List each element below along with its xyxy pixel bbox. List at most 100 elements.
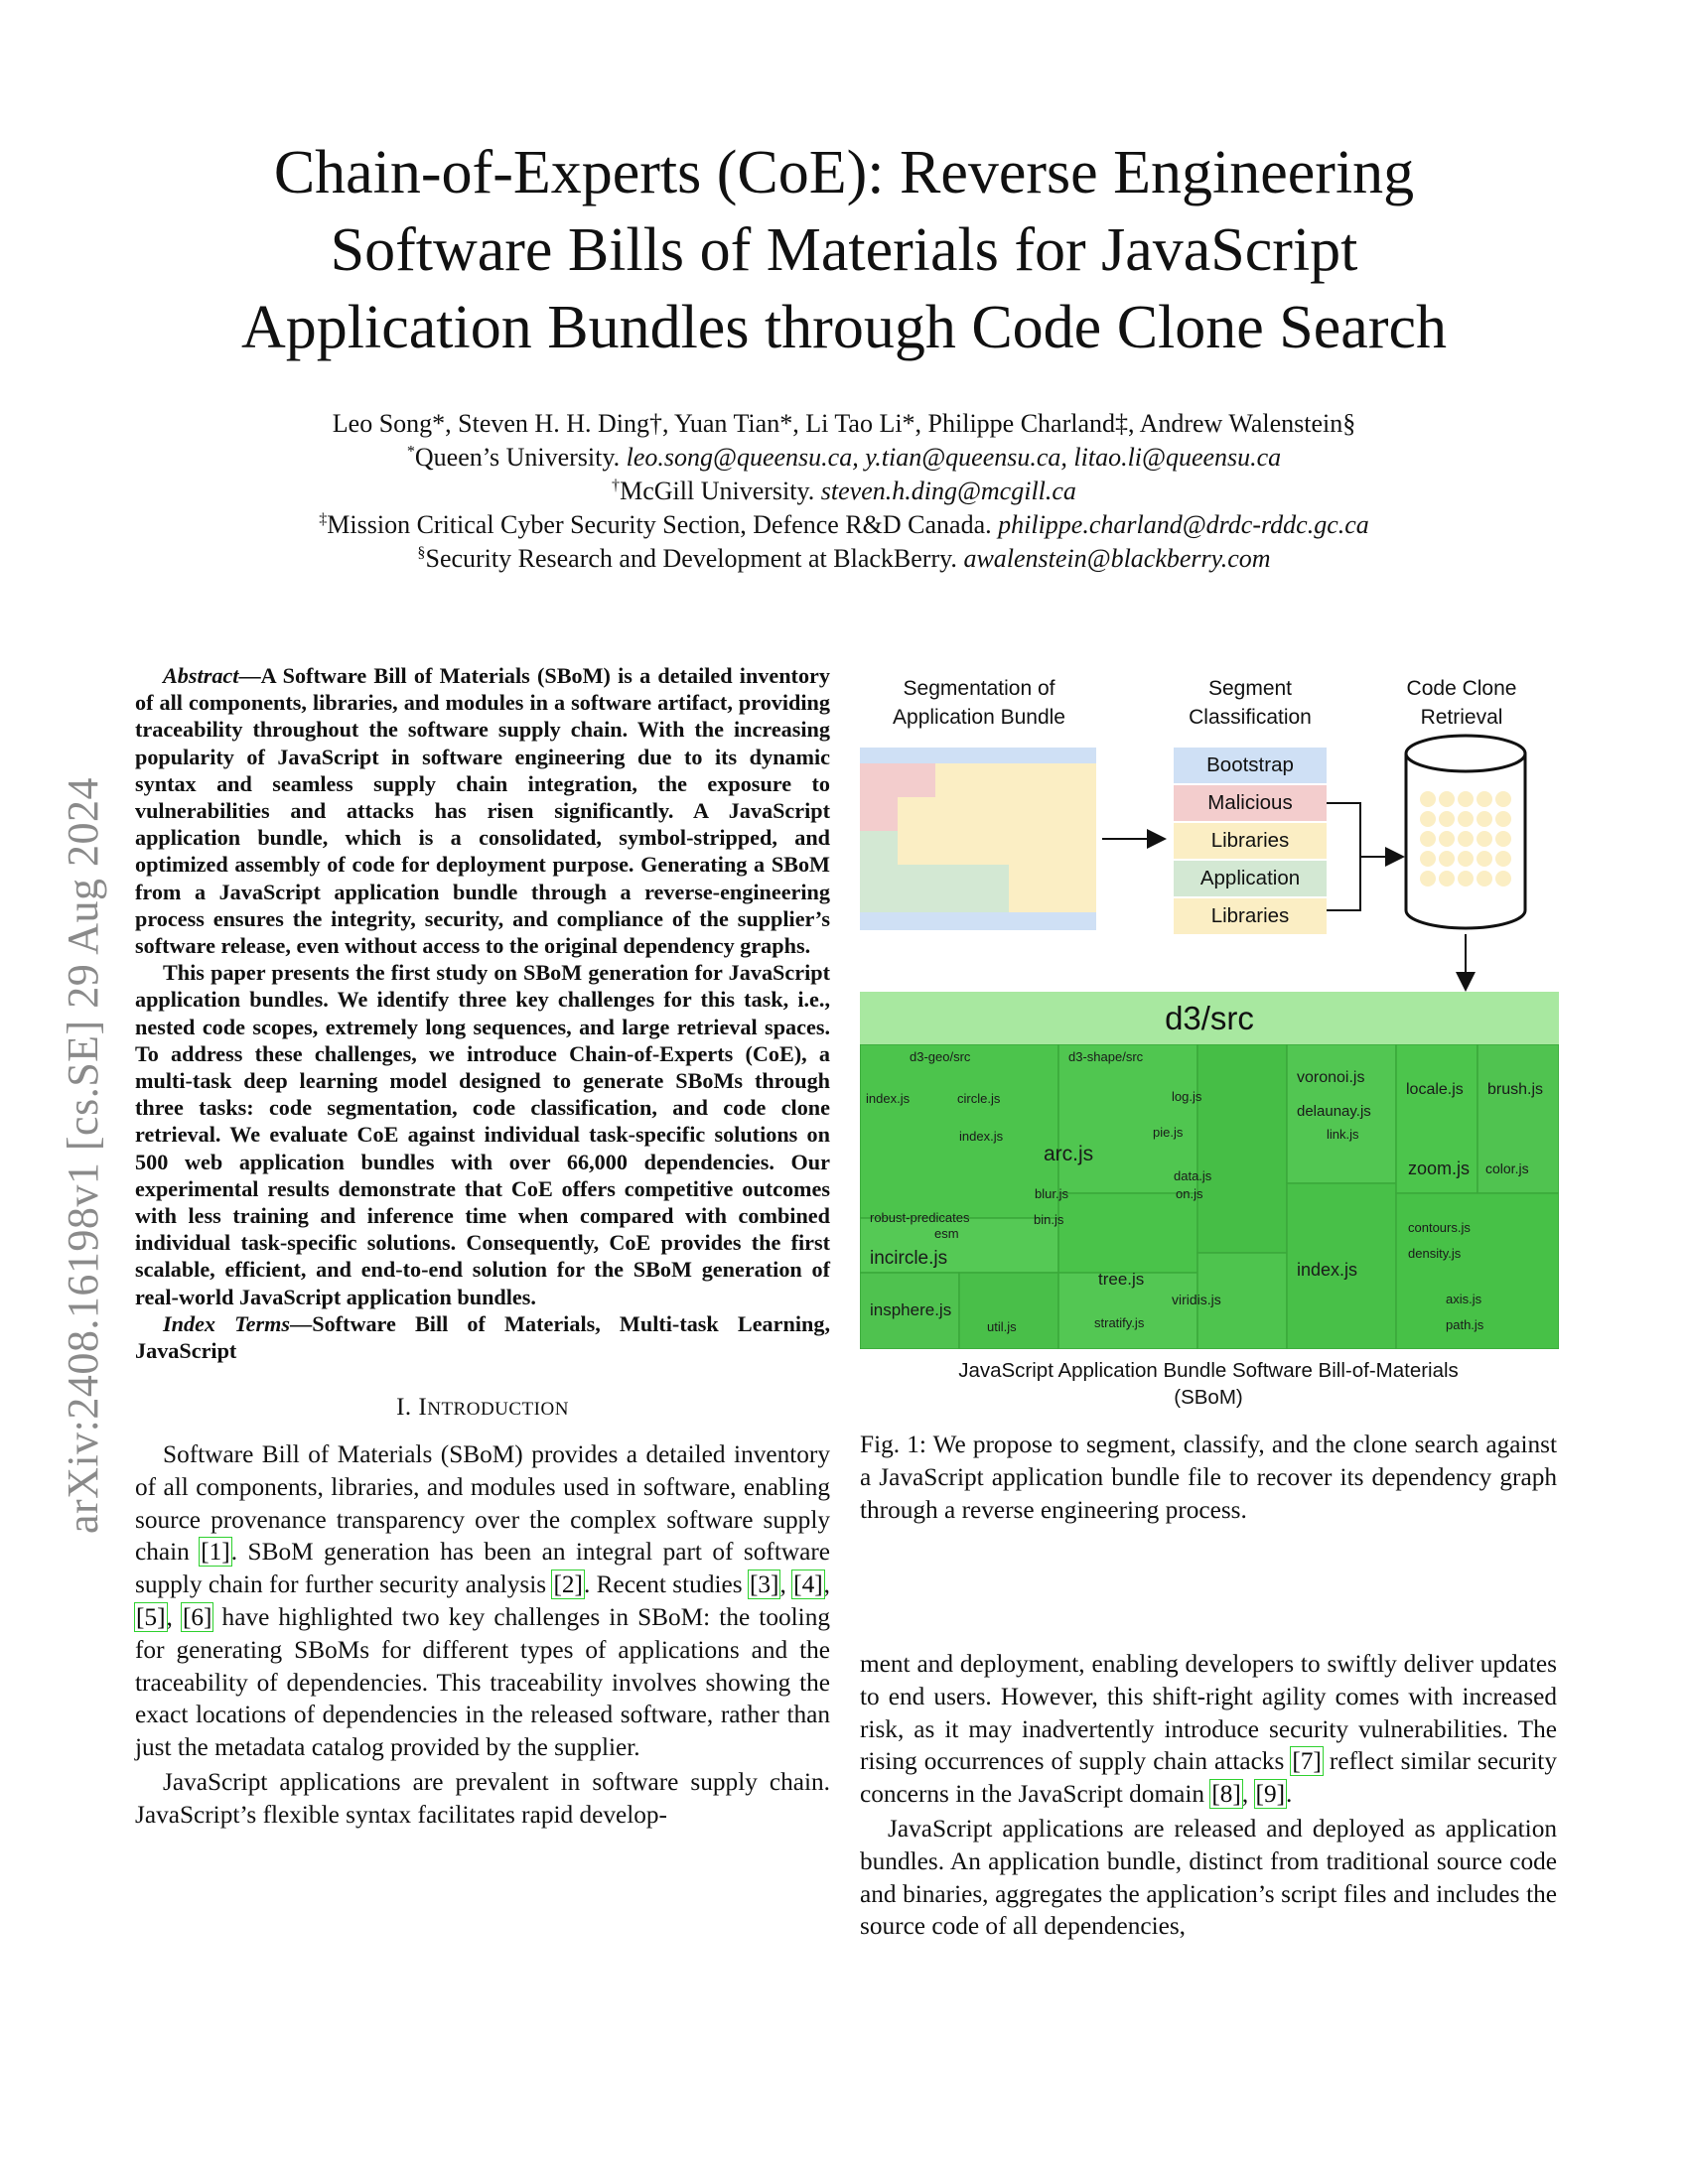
affiliation-text: McGill University. [620,477,821,505]
segment-bootstrap [860,912,1096,930]
title-line: Application Bundles through Code Clone S… [241,294,1447,361]
figure-title: JavaScript Application Bundle Software B… [860,1357,1557,1411]
segment-application [898,865,1009,912]
treemap-label: d3-geo/src [910,1049,971,1064]
treemap-label: zoom.js [1408,1159,1471,1178]
section-title-rest: NTRODUCTION [427,1399,569,1421]
treemap-label: density.js [1408,1246,1462,1261]
abstract-paragraph: Abstract—A Software Bill of Materials (S… [135,662,830,959]
label-line: Retrieval [1420,706,1503,729]
citation-link[interactable]: [5] [134,1602,168,1633]
citation-link[interactable]: [1] [199,1537,232,1568]
class-libraries: Libraries [1174,823,1327,859]
treemap-title: d3/src [860,992,1559,1044]
treemap-label: data.js [1174,1168,1212,1183]
index-terms: Index Terms—Software Bill of Materials, … [135,1310,830,1364]
treemap-label: insphere.js [870,1300,952,1319]
author-block: Leo Song*, Steven H. H. Ding†, Yuan Tian… [139,407,1549,576]
label-line: Segmentation of [903,677,1055,700]
treemap-label: stratify.js [1094,1315,1145,1330]
citation-link[interactable]: [3] [747,1570,781,1600]
class-application: Application [1174,861,1327,896]
treemap-label: util.js [987,1319,1017,1334]
right-column: ment and deployment, enabling developers… [860,1648,1557,1943]
affiliation-mark: † [612,477,621,494]
paper-title: Chain-of-Experts (CoE): Reverse Engineer… [139,134,1549,366]
section-initial: I [418,1394,428,1422]
citation-link[interactable]: [6] [180,1602,214,1633]
segment-malicious [898,763,935,797]
treemap-label: incircle.js [870,1248,948,1269]
section-heading: I. INTRODUCTION [135,1392,830,1427]
treemap-label: delaunay.js [1297,1103,1371,1120]
treemap-label: locale.js [1406,1081,1464,1098]
affiliation-mark: * [406,443,415,461]
text: ment and deployment, enabling developers… [860,1650,1557,1776]
index-terms-text: —Software Bill of Materials, Multi-task … [135,1310,830,1364]
text: reflect similar security concerns in the… [860,1747,1557,1809]
class-bootstrap: Bootstrap [1174,748,1327,783]
citation-link[interactable]: [4] [791,1570,825,1600]
abstract-dash: — [238,663,261,688]
affiliation-email: awalenstein@blackberry.com [963,544,1271,573]
affiliation-3: ‡Mission Critical Cyber Security Section… [139,508,1549,542]
arxiv-stamp: arXiv:2408.16198v1 [cs.SE] 29 Aug 2024 [59,776,107,1534]
abstract-text: A Software Bill of Materials (SBoM) is a… [135,663,830,959]
label-line: Segment [1207,677,1293,700]
label-line: Application Bundle [893,706,1065,729]
citation-link[interactable]: [9] [1253,1779,1287,1810]
affiliation-text: Mission Critical Cyber Security Section,… [327,510,999,539]
segment-application [860,831,898,912]
treemap-cells [860,1044,1559,1349]
treemap-label: voronoi.js [1297,1069,1365,1086]
treemap-label: path.js [1446,1317,1484,1332]
citation-link[interactable]: [7] [1290,1746,1324,1777]
retrieval-items [1420,791,1511,887]
citation-link[interactable]: [8] [1209,1779,1243,1810]
treemap-label: contours.js [1408,1220,1471,1235]
segment-bootstrap [860,748,1096,763]
class-libraries: Libraries [1174,898,1327,934]
body-paragraph: Software Bill of Materials (SBoM) provid… [134,1440,830,1762]
class-malicious: Malicious [1174,785,1327,821]
figure-title-line: JavaScript Application Bundle Software B… [958,1359,1459,1382]
index-terms-label: Index Terms [163,1310,291,1336]
treemap-label: index.js [959,1129,1004,1144]
affiliation-mark: ‡ [319,510,328,528]
treemap-label: d3-shape/src [1068,1049,1144,1064]
affiliation-text: Queen’s University. [414,443,627,472]
stage-label-segmentation: Segmentation of Application Bundle [860,674,1098,732]
author-names: Leo Song*, Steven H. H. Ding†, Yuan Tian… [332,409,1356,438]
body-paragraph: JavaScript applications are released and… [860,1814,1557,1941]
treemap-label: index.js [866,1091,911,1106]
citation-link[interactable]: [2] [551,1570,585,1600]
label-line: Classification [1189,706,1312,729]
affiliation-email: steven.h.ding@mcgill.ca [820,477,1076,505]
section-number: I. [396,1394,419,1422]
treemap-label: log.js [1172,1089,1202,1104]
treemap-label: on.js [1176,1186,1203,1201]
affiliation-4: §Security Research and Development at Bl… [139,542,1549,576]
sbom-treemap: d3/src d3-geo/src d3-shape/src voronoi [860,992,1559,1349]
treemap-label: axis.js [1446,1292,1482,1306]
left-column: Abstract—A Software Bill of Materials (S… [134,662,830,1832]
treemap-label: pie.js [1153,1125,1184,1140]
figure-1: Segmentation of Application Bundle Segmen… [860,662,1559,1556]
title-line: Software Bills of Materials for JavaScri… [330,216,1358,284]
figure-title-line: (SBoM) [1174,1386,1243,1409]
treemap-label: circle.js [957,1091,1001,1106]
text: have highlighted two key challenges in S… [135,1603,830,1762]
treemap-label: tree.js [1098,1270,1145,1289]
treemap-label: arc.js [1044,1143,1094,1165]
treemap-label: robust-predicates [870,1210,970,1225]
affiliation-email: philippe.charland@drdc-rddc.gc.ca [998,510,1369,539]
pipeline-arrows [1102,734,1527,992]
body-paragraph: ment and deployment, enabling developers… [860,1650,1557,1810]
label-line: Code Clone [1406,677,1517,700]
treemap-label: bin.js [1034,1212,1064,1227]
text: Software Bill of Materials (SBoM) provid… [135,1440,830,1567]
abstract-label: Abstract [163,663,239,688]
affiliation-text: Security Research and Development at Bla… [425,544,964,573]
abstract-paragraph: This paper presents the first study on S… [135,960,830,1309]
